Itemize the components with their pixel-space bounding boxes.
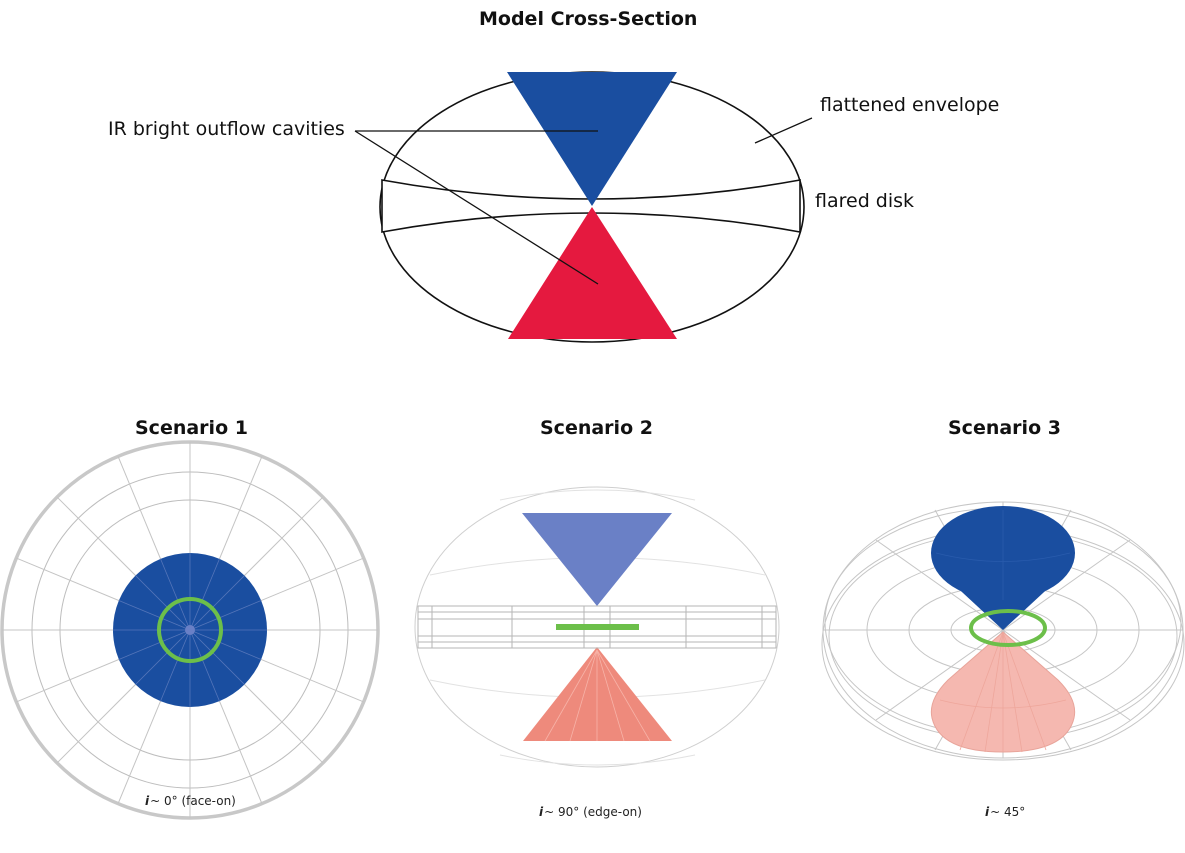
cavity-spoke [189,558,220,631]
blue-outflow-cavity [507,72,677,206]
cavity-spoke [118,629,191,660]
scenario-1-caption: i~ 0° (face-on) [145,794,236,808]
envelope-pointer [754,117,813,144]
green-ring-face-on [157,597,223,663]
scenario-2-caption: i~ 90° (edge-on) [539,805,642,819]
cavity-spoke [160,629,191,702]
red-outflow-cavity [508,207,677,339]
inclination-text: ~ 0° (face-on) [150,794,236,808]
inclination-symbol: i [539,805,544,819]
green-ring-inclined [969,609,1047,647]
scenario-1-title: Scenario 1 [135,417,248,439]
disk-label: flared disk [815,190,915,212]
cavity-spoke [189,629,262,660]
cavity-spoke [189,629,245,685]
cavities-pointer-diagonal [354,130,599,285]
scenario-3-title: Scenario 3 [948,417,1061,439]
cavity-spoke [189,575,245,631]
red-cavity-edge-on [523,647,672,741]
scenario-3-caption: i~ 45° [985,805,1025,819]
envelope-label: flattened envelope [820,94,1000,116]
cavity-spoke [135,575,191,631]
cavities-label: IR bright outflow cavities [108,118,345,140]
green-ring-edge-on [556,624,639,630]
inclination-text: ~ 90° (edge-on) [544,805,642,819]
cavity-spoke [135,629,191,685]
cross-section-diagram [354,71,813,343]
cavity-spoke [160,558,191,631]
model-cross-section-title: Model Cross-Section [479,8,698,30]
blue-cavity-edge-on [522,513,672,606]
flared-disk-shape [381,179,801,233]
inclination-text: ~ 45° [990,805,1026,819]
cavity-spoke [189,629,220,702]
inclination-symbol: i [985,805,990,819]
inclination-symbol: i [145,794,150,808]
cavity-spoke [189,600,262,631]
cavity-spoke [118,600,191,631]
scenario-2-title: Scenario 2 [540,417,653,439]
